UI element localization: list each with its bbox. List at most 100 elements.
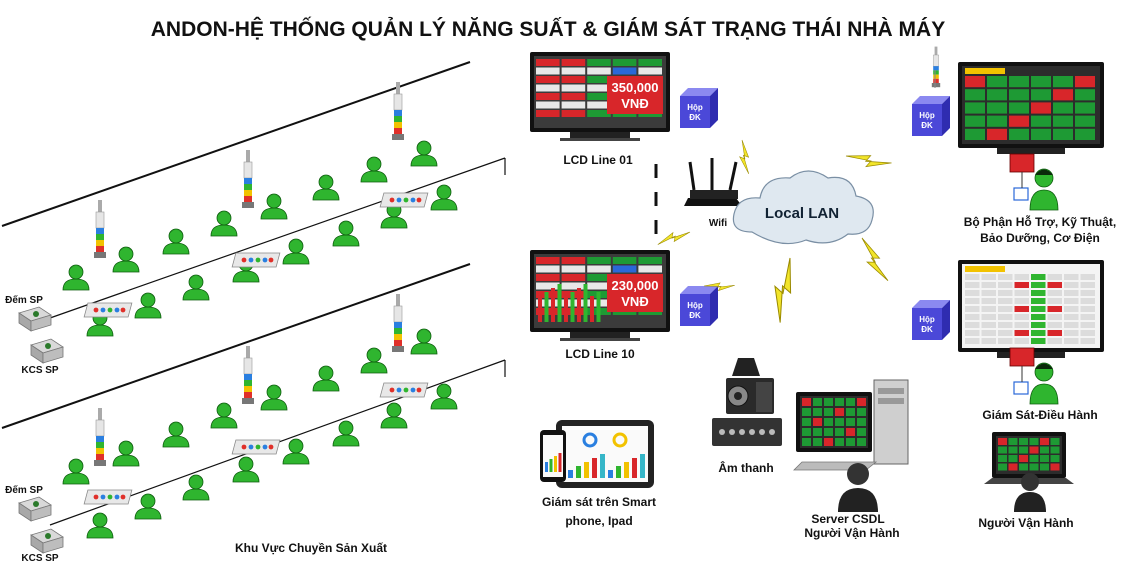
worker-icon bbox=[112, 246, 140, 273]
lcd-line-10-label: LCD Line 10 bbox=[565, 347, 635, 361]
worker-icon bbox=[282, 438, 310, 465]
worker-icon bbox=[162, 421, 190, 448]
lcd-bar-graphic bbox=[583, 284, 588, 322]
counter-device-icon bbox=[18, 306, 52, 332]
worker-icon bbox=[360, 347, 388, 374]
production-line-rail bbox=[49, 157, 506, 319]
wireless-link-bolt bbox=[845, 137, 892, 182]
support-staff-icon bbox=[1009, 153, 1059, 211]
tower-light-icon bbox=[931, 46, 941, 88]
server-label-line1: Server CSDL bbox=[811, 512, 884, 526]
control-box-label-bottom: ĐK bbox=[689, 311, 701, 320]
worker-icon bbox=[260, 384, 288, 411]
lcd-bar-graphic bbox=[564, 296, 568, 322]
production-line-rail bbox=[1, 61, 471, 227]
lcd-output-value: 350,000 bbox=[612, 80, 659, 95]
production-area-label: Khu Vực Chuyền Sản Xuất bbox=[235, 541, 387, 555]
tower-light-icon bbox=[241, 345, 255, 405]
tablet-phone-icon bbox=[540, 420, 654, 488]
local-lan-label: Local LAN bbox=[765, 205, 839, 222]
worker-icon bbox=[332, 220, 360, 247]
counter-device-icon bbox=[30, 338, 64, 364]
tower-light-icon bbox=[391, 81, 405, 141]
page-title: ANDON-HỆ THỐNG QUẢN LÝ NĂNG SUẤT & GIÁM … bbox=[151, 17, 945, 41]
operator-person-icon bbox=[1014, 473, 1046, 512]
control-box-label-bottom: ĐK bbox=[921, 121, 933, 130]
wifi-router-icon bbox=[684, 158, 742, 206]
lcd-bar-graphic bbox=[596, 292, 601, 322]
lcd-line-01-screen bbox=[530, 52, 670, 141]
wireless-link-bolt bbox=[850, 237, 900, 282]
andon-button-box bbox=[379, 192, 429, 208]
support-label-line1: Bộ Phận Hỗ Trợ, Kỹ Thuật, bbox=[964, 214, 1117, 229]
worker-icon bbox=[260, 193, 288, 220]
worker-icon bbox=[62, 264, 90, 291]
worker-icon bbox=[312, 365, 340, 392]
worker-icon bbox=[332, 420, 360, 447]
supervisor-icon bbox=[1009, 347, 1059, 405]
worker-icon bbox=[210, 210, 238, 237]
worker-icon bbox=[312, 174, 340, 201]
audio-label: Âm thanh bbox=[718, 460, 773, 475]
server-label-line2: Người Vận Hành bbox=[804, 526, 899, 540]
andon-button-box bbox=[379, 382, 429, 398]
lcd-bar-graphic bbox=[570, 292, 575, 322]
control-box-label-bottom: ĐK bbox=[689, 113, 701, 122]
audio-speaker-icon bbox=[712, 358, 782, 446]
worker-icon bbox=[134, 493, 162, 520]
worker-icon bbox=[210, 402, 238, 429]
support-label-line2: Bảo Dưỡng, Cơ Điện bbox=[980, 231, 1100, 245]
supervision-label: Giám Sát-Điều Hành bbox=[982, 408, 1097, 422]
counter-device-icon bbox=[18, 496, 52, 522]
worker-icon bbox=[232, 456, 260, 483]
wireless-link-bolt bbox=[754, 257, 817, 324]
tower-light-icon bbox=[391, 293, 405, 353]
wifi-label: Wifi bbox=[709, 218, 727, 229]
worker-icon bbox=[410, 328, 438, 355]
control-box-label-bottom: ĐK bbox=[921, 325, 933, 334]
counter-device-icon bbox=[30, 528, 64, 554]
worker-icon bbox=[112, 440, 140, 467]
tower-light-icon bbox=[93, 407, 107, 467]
lcd-bar-graphic bbox=[551, 288, 555, 322]
worker-icon bbox=[430, 383, 458, 410]
control-box-label-top: Hộp bbox=[919, 315, 935, 324]
support-monitor-screen bbox=[958, 62, 1104, 154]
tower-light-icon bbox=[241, 149, 255, 209]
worker-icon bbox=[410, 140, 438, 167]
operator-label: Người Vận Hành bbox=[978, 516, 1073, 530]
worker-icon bbox=[282, 238, 310, 265]
production-line-rail bbox=[1, 263, 471, 429]
lcd-bar-graphic bbox=[590, 296, 594, 322]
worker-icon bbox=[134, 292, 162, 319]
supervision-monitor-screen bbox=[958, 260, 1104, 358]
worker-icon bbox=[62, 458, 90, 485]
tower-light-icon bbox=[93, 199, 107, 259]
lcd-output-value: 230,000 bbox=[612, 278, 659, 293]
counter-label: Đếm SP bbox=[5, 294, 43, 306]
worker-icon bbox=[182, 274, 210, 301]
lcd-currency: VNĐ bbox=[621, 96, 648, 111]
worker-icon bbox=[86, 512, 114, 539]
control-box-label-top: Hộp bbox=[919, 111, 935, 120]
local-lan-cloud bbox=[732, 170, 874, 245]
control-box-label-top: Hộp bbox=[687, 103, 703, 112]
andon-button-box bbox=[83, 302, 133, 318]
mobile-label-line1: Giám sát trên Smart bbox=[542, 495, 656, 509]
lcd-bar-graphic bbox=[544, 292, 549, 322]
lcd-bar-graphic bbox=[577, 288, 581, 322]
qc-label: KCS SP bbox=[21, 553, 59, 564]
worker-icon bbox=[430, 184, 458, 211]
worker-icon bbox=[380, 402, 408, 429]
production-area bbox=[1, 61, 506, 526]
server-operator-icon bbox=[838, 463, 878, 512]
lcd-line-01-label: LCD Line 01 bbox=[563, 153, 633, 167]
andon-button-box bbox=[83, 489, 133, 505]
worker-icon bbox=[162, 228, 190, 255]
control-box-label-top: Hộp bbox=[687, 301, 703, 310]
mobile-label-line2: phone, Ipad bbox=[565, 514, 632, 528]
andon-button-box bbox=[231, 252, 281, 268]
qc-label: KCS SP bbox=[21, 365, 59, 376]
